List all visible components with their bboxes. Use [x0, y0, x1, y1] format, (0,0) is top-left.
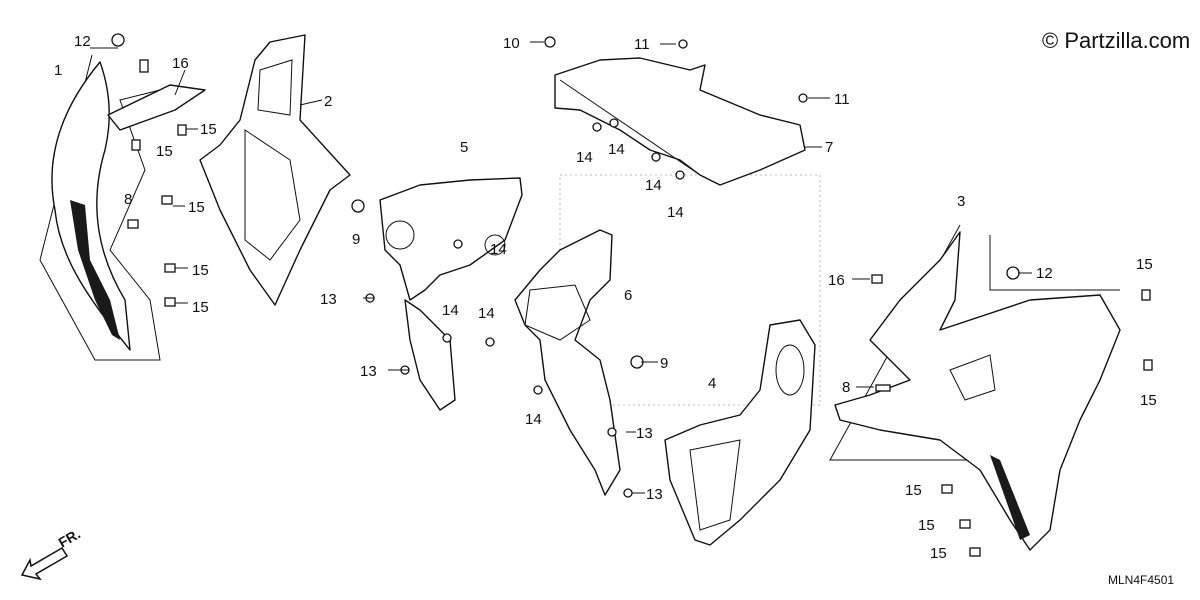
callout-15: 15 [905, 482, 922, 499]
callout-12: 12 [74, 33, 91, 50]
callout-12: 12 [1036, 265, 1053, 282]
callout-14: 14 [490, 241, 507, 258]
part-2-inner-panel[interactable] [199, 34, 351, 306]
callout-14: 14 [667, 204, 684, 221]
callout-2: 2 [324, 93, 332, 110]
callout-16: 16 [172, 55, 189, 72]
callout-16: 16 [828, 272, 845, 289]
callout-15: 15 [918, 517, 935, 534]
callout-15: 15 [200, 121, 217, 138]
callout-15: 15 [156, 143, 173, 160]
watermark: © Partzilla.com [1042, 28, 1190, 53]
callout-5: 5 [460, 139, 468, 156]
callout-14: 14 [442, 302, 459, 319]
part-4-inner-panel[interactable] [664, 319, 816, 546]
callout-10: 10 [503, 35, 520, 52]
callout-15: 15 [1136, 256, 1153, 273]
callout-9: 9 [660, 355, 668, 372]
callout-14: 14 [608, 141, 625, 158]
diagram-code: MLN4F4501 [1108, 573, 1174, 587]
part-6-bracket[interactable] [514, 229, 621, 496]
callout-labels: 12 1 16 15 15 8 15 15 15 2 9 13 13 5 14 … [54, 33, 1157, 562]
front-direction-marker: FR. [20, 525, 84, 581]
callout-4: 4 [708, 375, 716, 392]
callout-15: 15 [930, 545, 947, 562]
callout-13: 13 [646, 486, 663, 503]
arrow-icon [20, 546, 69, 581]
callout-1: 1 [54, 62, 62, 79]
callout-13: 13 [320, 291, 337, 308]
callout-11: 11 [834, 91, 850, 108]
callout-6: 6 [624, 287, 632, 304]
callout-14: 14 [525, 411, 542, 428]
leader-lines [90, 41, 1032, 494]
callout-13: 13 [636, 425, 653, 442]
callout-15: 15 [188, 199, 205, 216]
front-marker-label: FR. [56, 525, 84, 550]
callout-7: 7 [825, 139, 833, 156]
callout-13: 13 [360, 363, 377, 380]
part-3-right-cowl[interactable] [829, 224, 1121, 551]
callout-14: 14 [645, 177, 662, 194]
callout-3: 3 [957, 193, 965, 210]
callout-15: 15 [192, 299, 209, 316]
callout-15: 15 [192, 262, 209, 279]
fasteners [111, 33, 1153, 557]
callout-8: 8 [842, 379, 850, 396]
callout-14: 14 [576, 149, 593, 166]
part-1-left-cowl[interactable] [39, 54, 206, 361]
callout-11: 11 [634, 36, 650, 53]
callout-9: 9 [352, 231, 360, 248]
part-5-bracket[interactable] [379, 177, 523, 411]
callout-15: 15 [1140, 392, 1157, 409]
callout-8: 8 [124, 191, 132, 208]
callout-14: 14 [478, 305, 495, 322]
